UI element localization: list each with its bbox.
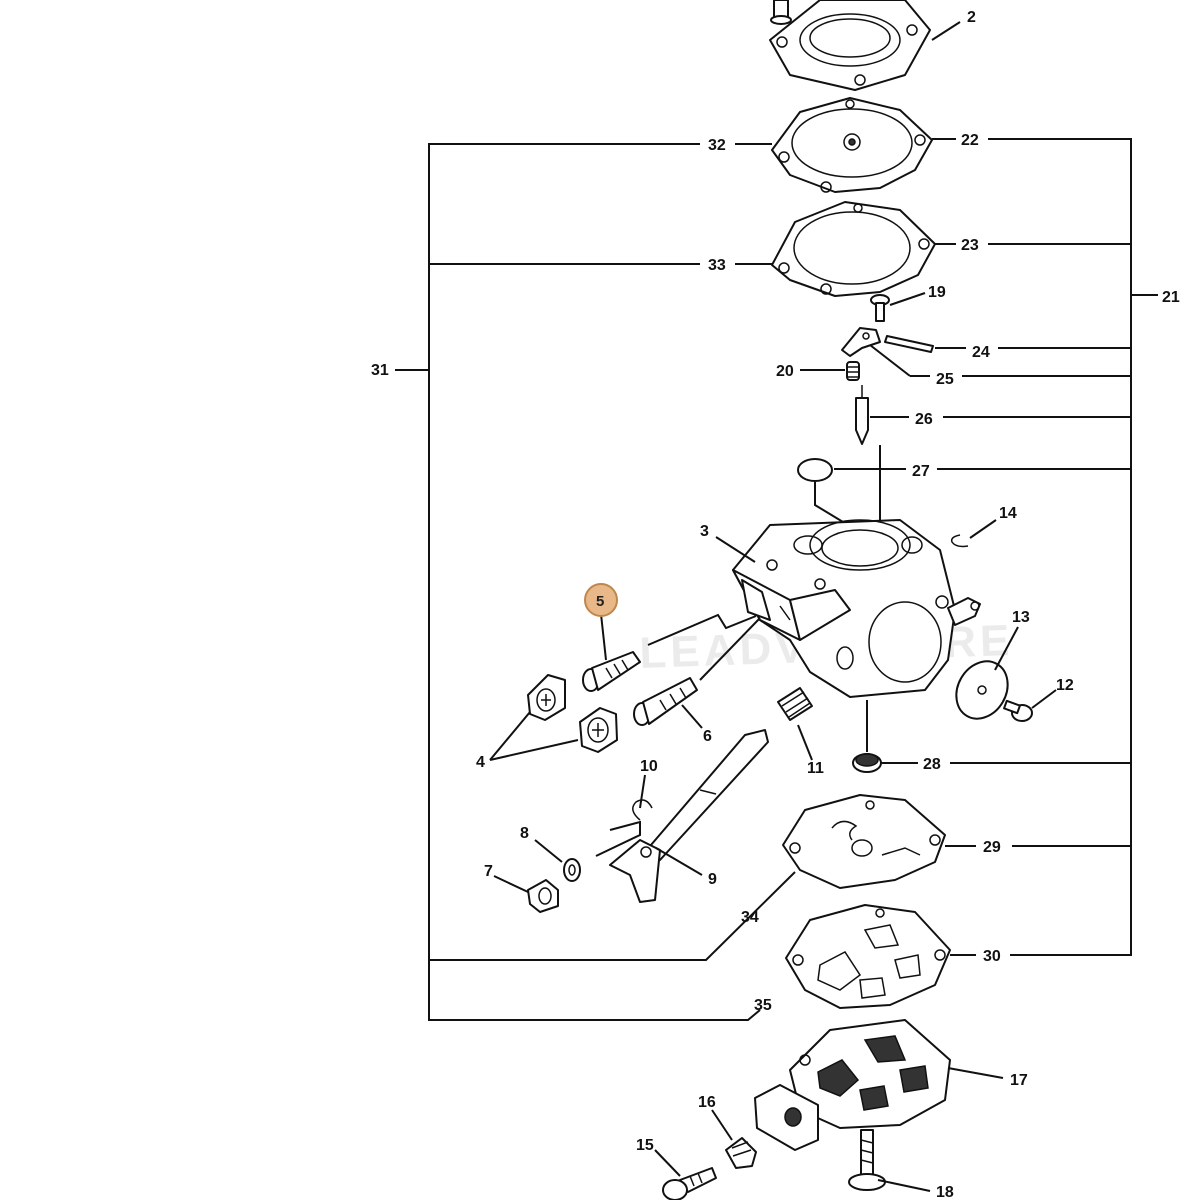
part-12-screw[interactable] <box>1003 699 1033 722</box>
label-18[interactable]: 18 <box>936 1184 954 1200</box>
part-22-pump-diaphragm[interactable] <box>771 97 933 193</box>
part-11-spring[interactable] <box>777 687 813 721</box>
label-31[interactable]: 31 <box>371 362 389 379</box>
part-27-welch-plug[interactable] <box>797 445 881 560</box>
label-17[interactable]: 17 <box>1010 1072 1028 1089</box>
label-21[interactable]: 21 <box>1162 289 1180 306</box>
part-30-gasket[interactable] <box>785 904 951 1009</box>
part-16-plug[interactable] <box>725 1137 757 1169</box>
label-13[interactable]: 13 <box>1012 609 1030 626</box>
label-29[interactable]: 29 <box>983 839 1001 856</box>
part-17-metering-cover[interactable] <box>754 1019 951 1151</box>
bracket-21 <box>937 138 1158 956</box>
label-11[interactable]: 11 <box>807 760 824 777</box>
label-28[interactable]: 28 <box>923 756 941 773</box>
part-28-strainer[interactable] <box>852 700 882 773</box>
part-labels: 2 32 22 33 23 21 19 24 31 20 25 26 27 14… <box>371 9 1180 1200</box>
label-30[interactable]: 30 <box>983 948 1001 965</box>
label-4[interactable]: 4 <box>476 754 485 771</box>
label-20[interactable]: 20 <box>776 363 794 380</box>
label-14[interactable]: 14 <box>999 505 1017 522</box>
part-5-adjusting-screw[interactable] <box>582 613 757 692</box>
label-10[interactable]: 10 <box>640 758 658 775</box>
label-24[interactable]: 24 <box>972 344 990 361</box>
label-15[interactable]: 15 <box>636 1137 654 1154</box>
label-2[interactable]: 2 <box>967 9 976 26</box>
label-33[interactable]: 33 <box>708 257 726 274</box>
label-19[interactable]: 19 <box>928 284 946 301</box>
label-6[interactable]: 6 <box>703 728 712 745</box>
part-4-limiter-caps[interactable] <box>527 674 618 753</box>
label-7[interactable]: 7 <box>484 863 493 880</box>
label-22[interactable]: 22 <box>961 132 979 149</box>
part-26-inlet-needle[interactable] <box>855 385 869 445</box>
label-32[interactable]: 32 <box>708 137 726 154</box>
part-19-screw[interactable] <box>870 294 890 322</box>
part-7-nut[interactable] <box>527 879 559 913</box>
part-fuel-nipple[interactable] <box>947 597 981 626</box>
leader-lines <box>489 21 1057 1192</box>
part-3-carburetor-body[interactable] <box>732 519 956 698</box>
part-13-plate[interactable] <box>946 652 1018 728</box>
part-10-clip[interactable] <box>632 799 653 821</box>
label-5[interactable]: 5 <box>596 593 604 610</box>
label-26[interactable]: 26 <box>915 411 933 428</box>
part-9-throttle-shaft[interactable] <box>595 729 769 903</box>
label-12[interactable]: 12 <box>1056 677 1074 694</box>
part-20-spring[interactable] <box>846 361 860 381</box>
part-15-screw[interactable] <box>662 1167 717 1200</box>
part-14-circlip[interactable] <box>950 534 969 548</box>
bracket-31 <box>395 143 796 1021</box>
part-8-washer[interactable] <box>563 858 581 882</box>
label-25[interactable]: 25 <box>936 371 954 388</box>
label-23[interactable]: 23 <box>961 237 979 254</box>
label-16[interactable]: 16 <box>698 1094 716 1111</box>
part-23-gasket[interactable] <box>771 201 936 297</box>
part-25-lever[interactable] <box>841 327 881 357</box>
label-27[interactable]: 27 <box>912 463 930 480</box>
part-29-metering-diaphragm[interactable] <box>782 794 946 889</box>
label-3[interactable]: 3 <box>700 523 709 540</box>
label-35[interactable]: 35 <box>754 997 772 1014</box>
label-34[interactable]: 34 <box>741 909 759 926</box>
label-9[interactable]: 9 <box>708 871 717 888</box>
part-6-adjusting-screw[interactable] <box>633 617 761 726</box>
part-24-pin[interactable] <box>884 335 934 353</box>
highlight-marker-5[interactable] <box>584 583 618 617</box>
label-8[interactable]: 8 <box>520 825 529 842</box>
part-2-pump-cover[interactable] <box>769 0 931 91</box>
